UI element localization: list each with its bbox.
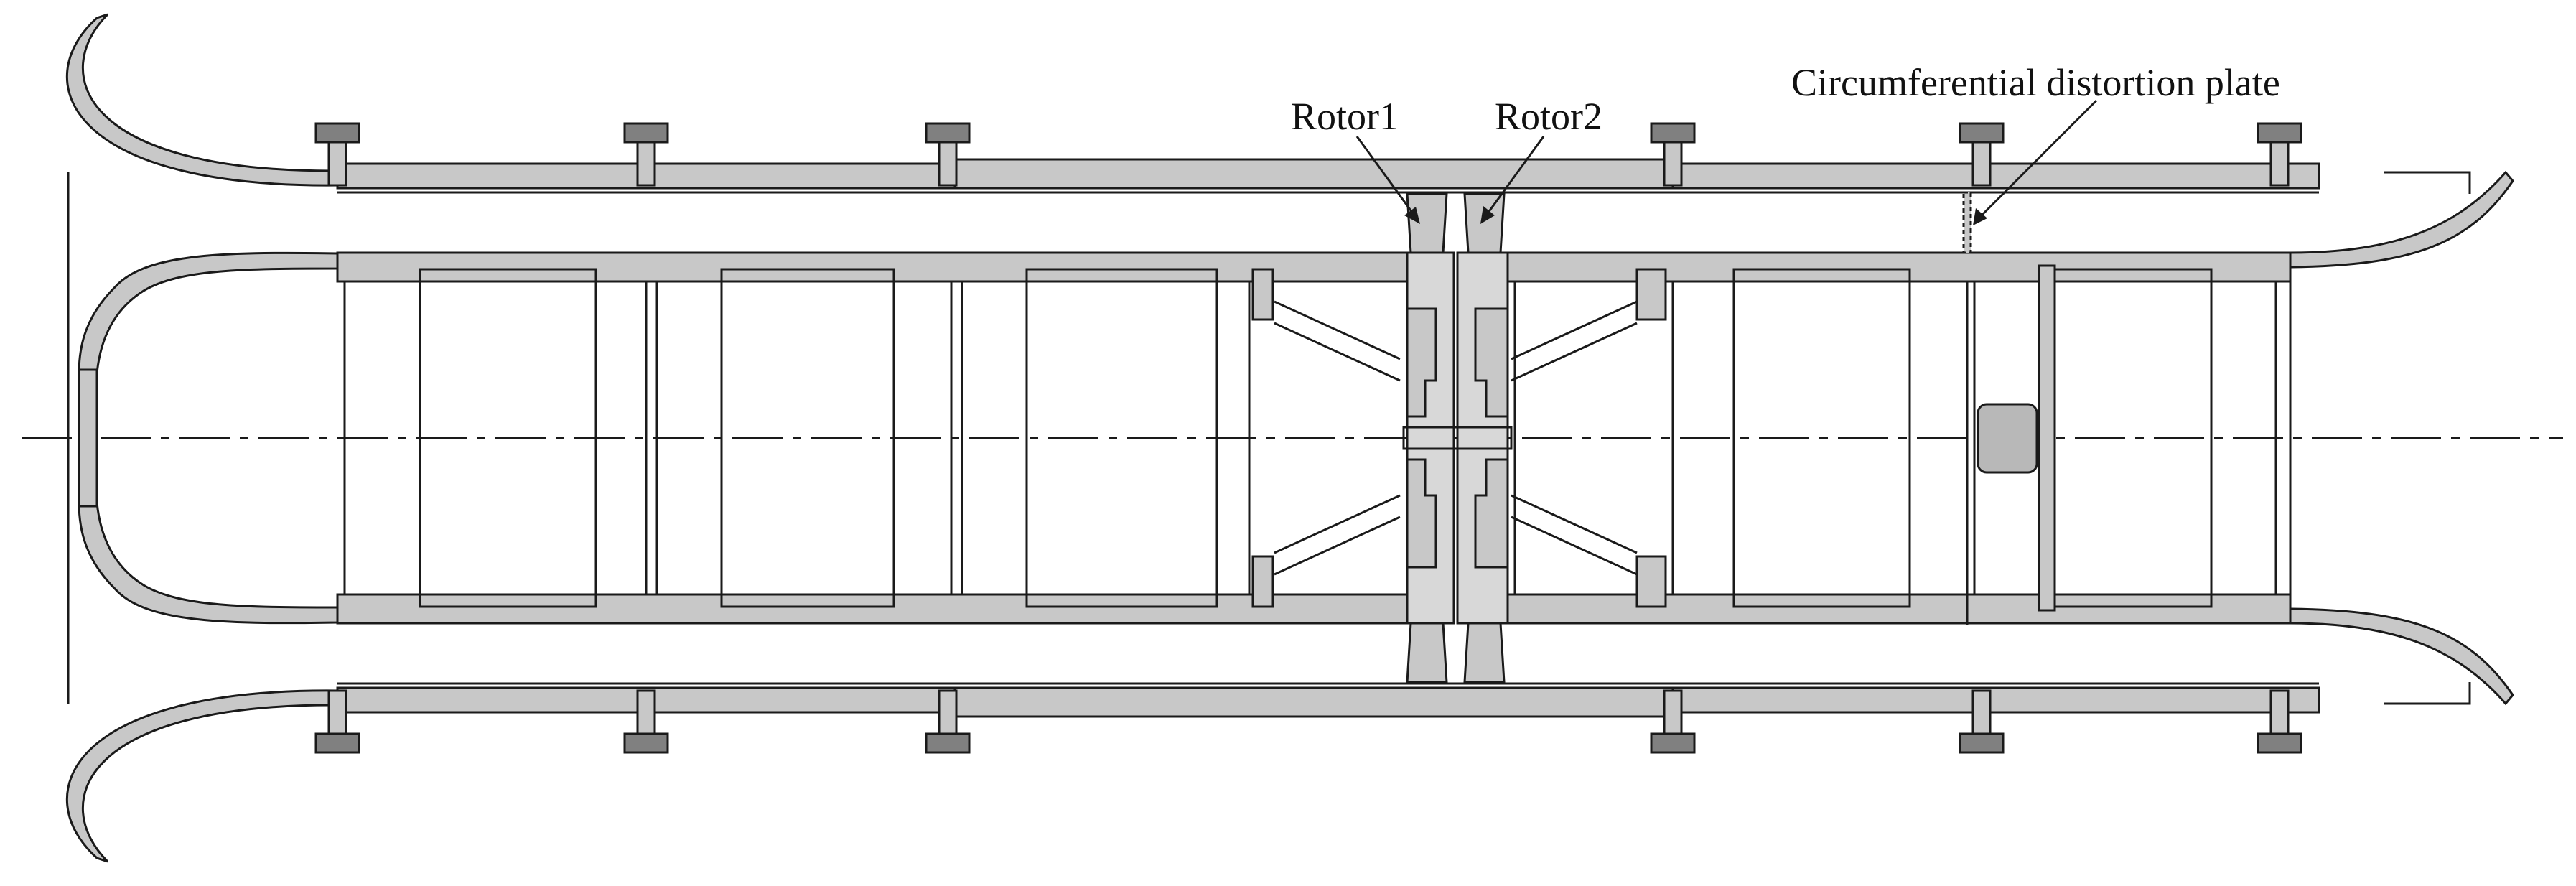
flange-bolts bbox=[314, 122, 2302, 754]
bolt-group bbox=[1959, 122, 2005, 754]
bolt-group bbox=[925, 122, 971, 754]
support-struts bbox=[1274, 300, 1638, 576]
leader-arrows bbox=[1355, 99, 2098, 225]
circumferential-distortion-plate bbox=[1962, 191, 2038, 625]
rotor1 bbox=[1406, 192, 1455, 684]
rotor2 bbox=[1456, 192, 1509, 684]
bolt-group bbox=[623, 122, 669, 754]
shaft bbox=[1402, 426, 1513, 450]
rotor2-label: Rotor2 bbox=[1495, 95, 1602, 138]
bolt-group bbox=[1650, 122, 1696, 754]
hub-bodies bbox=[343, 264, 2277, 612]
rotor1-label: Rotor1 bbox=[1291, 95, 1399, 138]
distortion-plate-label: Circumferential distortion plate bbox=[1791, 61, 2280, 104]
bolt-group bbox=[2257, 122, 2302, 754]
bellmouth-inlet bbox=[65, 13, 339, 863]
exit-diffuser bbox=[2289, 170, 2514, 706]
bolt-group bbox=[314, 122, 360, 754]
